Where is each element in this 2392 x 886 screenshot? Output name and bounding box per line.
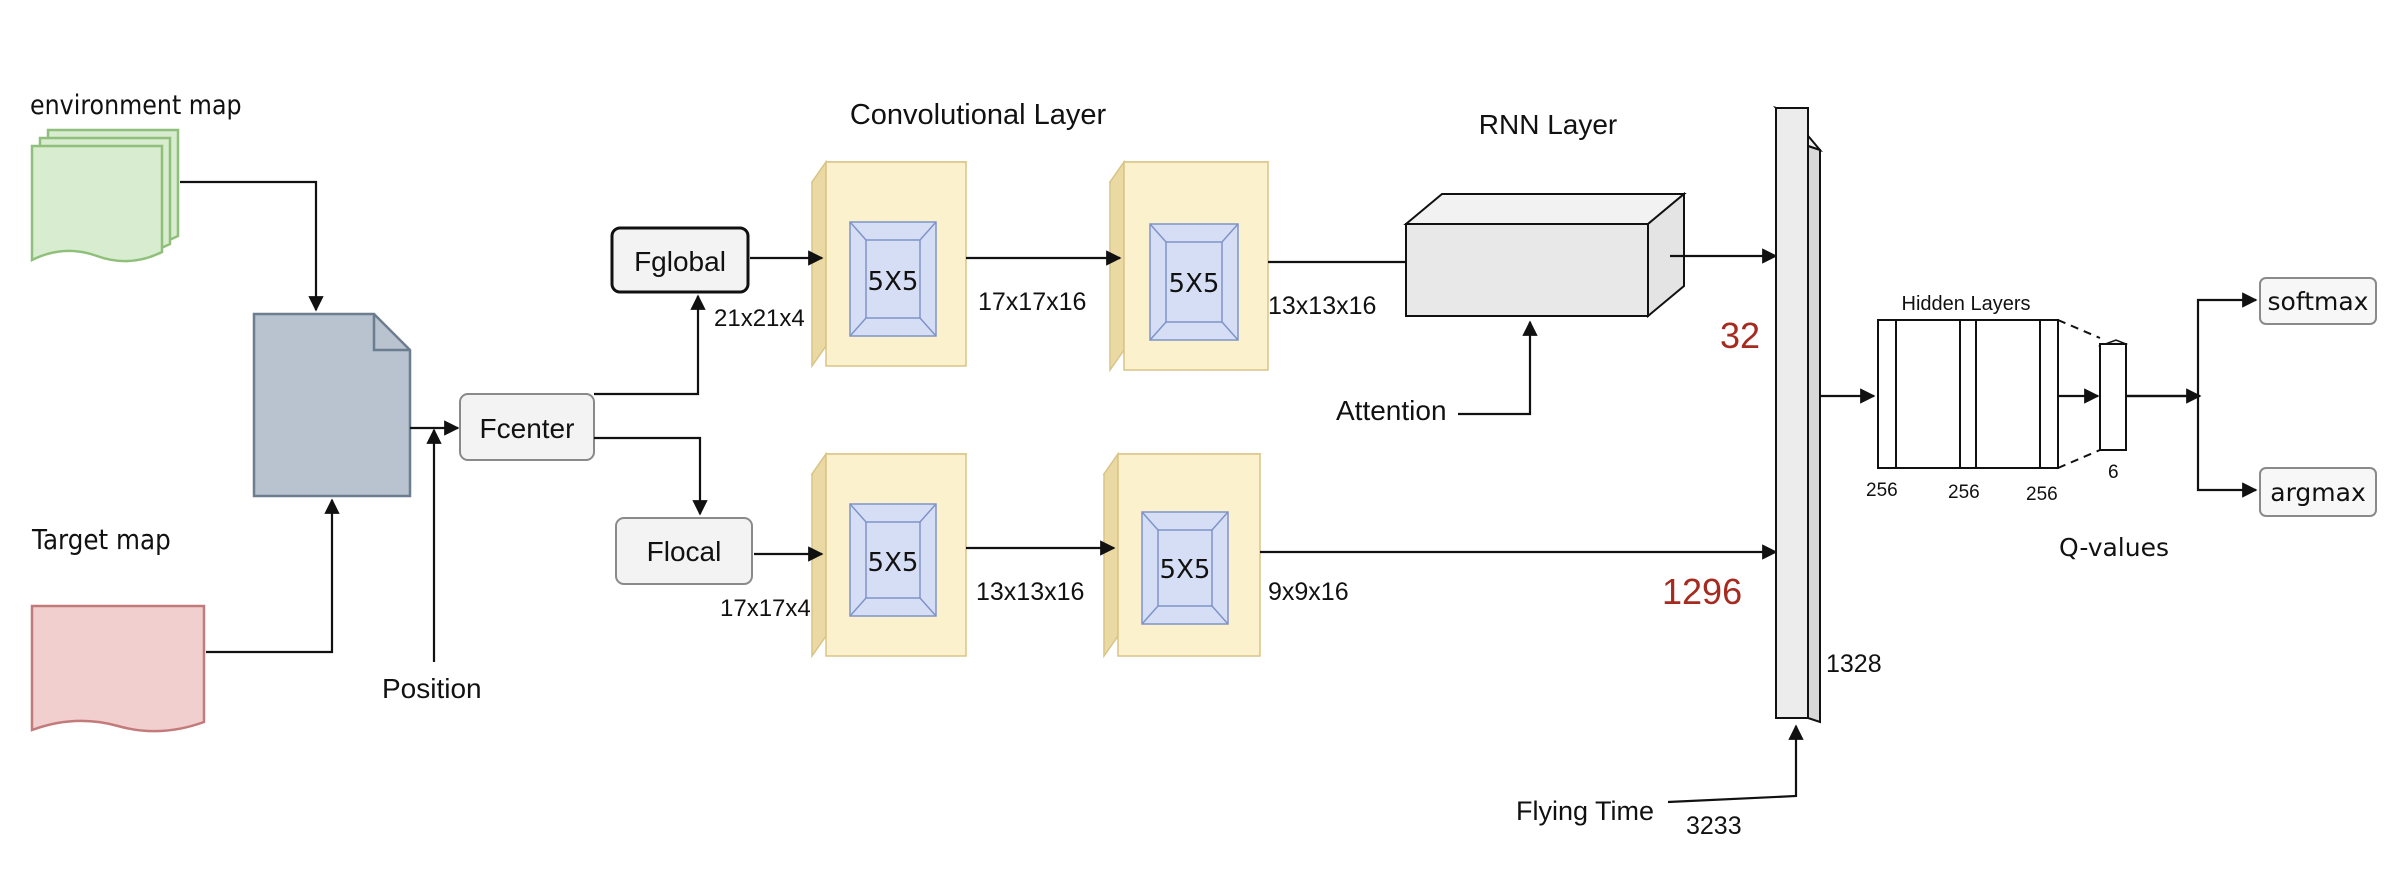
document-icon	[252, 312, 412, 498]
fglobal-label: Fglobal	[634, 246, 726, 277]
conv-kernel-label: 5X5	[868, 548, 919, 578]
fcenter-box: Fcenter	[459, 393, 595, 461]
global-mid-size: 17x17x16	[978, 288, 1086, 316]
argmax-box: argmax	[2259, 467, 2377, 517]
global-feature-size: 32	[1720, 315, 1760, 356]
environment-map-label: environment map	[30, 89, 242, 121]
conv-kernel-label: 5X5	[868, 267, 919, 297]
output-size: 6	[2108, 462, 2119, 483]
attention-arrow	[1458, 320, 1538, 416]
hidden-size-3: 256	[2026, 484, 2058, 505]
env-to-doc-arrow	[180, 180, 324, 312]
softmax-box: softmax	[2259, 277, 2377, 325]
local-input-size: 17x17x4	[720, 595, 811, 622]
concat-layer	[1772, 105, 1824, 724]
conv-kernel-label: 5X5	[1160, 555, 1211, 585]
hidden-layers-block	[1877, 319, 2101, 469]
conv-block-local-1: 5X5	[810, 451, 968, 659]
argmax-label: argmax	[2270, 478, 2366, 507]
to-argmax-arrow	[2196, 396, 2258, 498]
softmax-label: softmax	[2268, 287, 2369, 316]
conv-kernel-label: 5X5	[1169, 269, 1220, 299]
hidden-layers-title: Hidden Layers	[1902, 293, 2031, 315]
local-feature-size: 1296	[1662, 571, 1742, 612]
flocal-label: Flocal	[647, 536, 722, 567]
hidden-size-2: 256	[1948, 482, 1980, 503]
target-to-doc-arrow	[206, 498, 340, 654]
hidden-size-1: 256	[1866, 480, 1898, 501]
target-map-icon	[30, 604, 206, 733]
q-values-label: Q-values	[2059, 533, 2169, 562]
to-softmax-arrow	[2126, 292, 2258, 398]
flying-time-value: 3233	[1686, 812, 1742, 840]
concat-size: 1328	[1826, 650, 1882, 678]
rnn-layer-title: RNN Layer	[1479, 109, 1617, 140]
conv-block-global-2: 5X5	[1108, 159, 1270, 373]
global-out-size: 13x13x16	[1268, 292, 1376, 320]
attention-label: Attention	[1336, 395, 1447, 426]
fcenter-to-flocal-arrow	[594, 436, 708, 516]
fcenter-label: Fcenter	[480, 413, 575, 444]
local-out-size: 9x9x16	[1268, 578, 1349, 606]
fcenter-to-fglobal-arrow	[594, 294, 706, 396]
conv-block-global-1: 5X5	[810, 159, 968, 369]
flying-time-arrow	[1667, 724, 1804, 804]
position-label: Position	[382, 673, 482, 704]
flying-time-label: Flying Time	[1516, 796, 1654, 826]
conv-layer-title: Convolutional Layer	[850, 99, 1107, 131]
fglobal-box: Fglobal	[610, 226, 750, 294]
conv-block-local-2: 5X5	[1102, 451, 1262, 659]
global-input-size: 21x21x4	[714, 305, 805, 332]
output-layer	[2097, 339, 2129, 451]
flocal-box: Flocal	[615, 517, 753, 585]
environment-map-icon	[30, 128, 180, 263]
target-map-label: Target map	[31, 525, 171, 557]
rnn-block	[1403, 191, 1687, 319]
local-mid-size: 13x13x16	[976, 578, 1084, 606]
